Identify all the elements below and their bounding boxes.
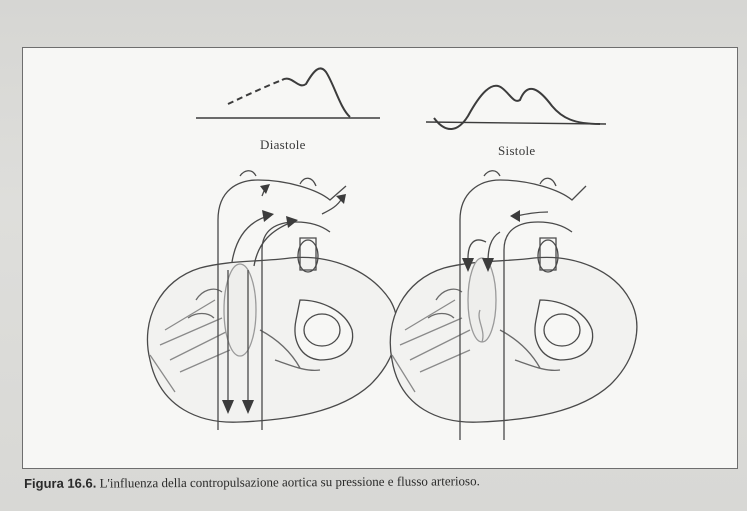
right-heart-diagram [390,171,637,440]
diastole-label: Diastole [260,137,306,153]
left-heart-diagram [147,171,397,430]
sistole-label: Sistole [498,143,536,159]
diastole-pressure-curve [196,68,380,118]
sistole-pressure-curve [426,86,606,129]
caption-number: Figura 16.6. [24,476,96,491]
caption-text: L'influenza della contropulsazione aorti… [96,473,480,490]
